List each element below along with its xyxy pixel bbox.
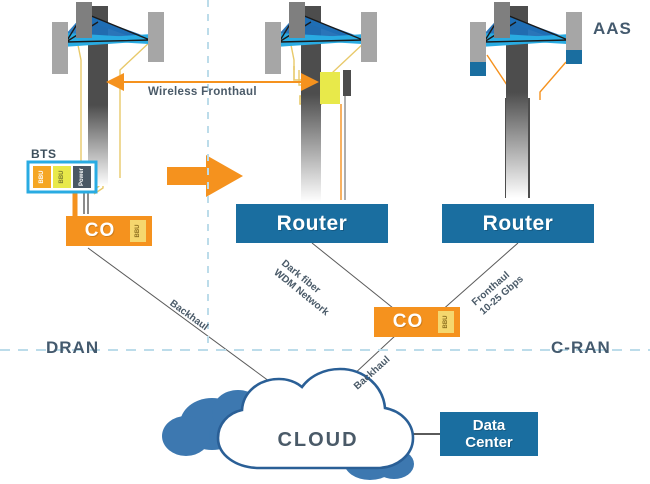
tower-aas-panel-right-radio [566, 50, 582, 64]
tower-aas-panel-top [494, 2, 510, 38]
bts-module-label-3: Power [79, 167, 85, 186]
co-right-label: CO [392, 311, 424, 332]
tower-cran-mid-panel-right [361, 12, 377, 62]
cloud-label: CLOUD [277, 428, 359, 451]
region-label-dran: DRAN [46, 338, 100, 357]
cloud-shape [162, 367, 415, 480]
tower-aas [470, 2, 582, 198]
router-right-box[interactable] [442, 204, 594, 243]
bts-module-bbu-1 [33, 166, 51, 188]
co-right-module-label: BBU [443, 315, 449, 329]
bts-module-label-2: BBU [59, 170, 65, 184]
bts-label: BTS [31, 147, 57, 161]
router-right-label: Router [482, 211, 554, 235]
router-left-box[interactable] [236, 204, 388, 243]
transition-arrow [167, 155, 243, 197]
tower-aas-panel-right [566, 12, 582, 50]
data-center-label: Data Center [440, 412, 538, 456]
data-center-box[interactable] [440, 412, 538, 456]
data-center-label-line1: Data [472, 416, 506, 434]
tower-aas-mast [506, 6, 528, 198]
tower-dran-panel-left [52, 22, 68, 74]
rru-side-module [343, 70, 351, 96]
link-fronthaul [439, 242, 519, 313]
tower-dran-panel-top [76, 2, 92, 38]
data-center-label-line2: Center [465, 434, 513, 451]
tower-cran-mid [265, 2, 377, 202]
tower-cran-mid-panel-left [265, 22, 281, 74]
bts-module-power [73, 166, 91, 188]
wireless-fronthaul-label: Wireless Fronthaul [148, 86, 257, 98]
tower-cran-mid-mast [301, 6, 321, 202]
tower-aas-panel-left-radio [470, 62, 486, 76]
rru-unit [320, 72, 340, 104]
router-left-label: Router [276, 211, 348, 235]
bts-module-label-1: BBU [39, 170, 45, 184]
tower-aas-panel-left [470, 22, 486, 62]
link-dark-fiber [311, 242, 399, 313]
co-right-bbu-module [438, 311, 454, 333]
tower-cran-mid-panel-top [289, 2, 305, 38]
link-backhaul-left [87, 247, 293, 399]
co-left-module-label: BBU [135, 224, 141, 238]
co-left-label: CO [84, 220, 116, 241]
region-label-cran: C-RAN [551, 338, 611, 357]
aas-label: AAS [593, 19, 632, 38]
tower-dran-panel-right [148, 12, 164, 62]
co-left-bbu-module [130, 220, 146, 242]
bts-module-bbu-2 [53, 166, 71, 188]
tower-dran-mast [88, 6, 108, 186]
